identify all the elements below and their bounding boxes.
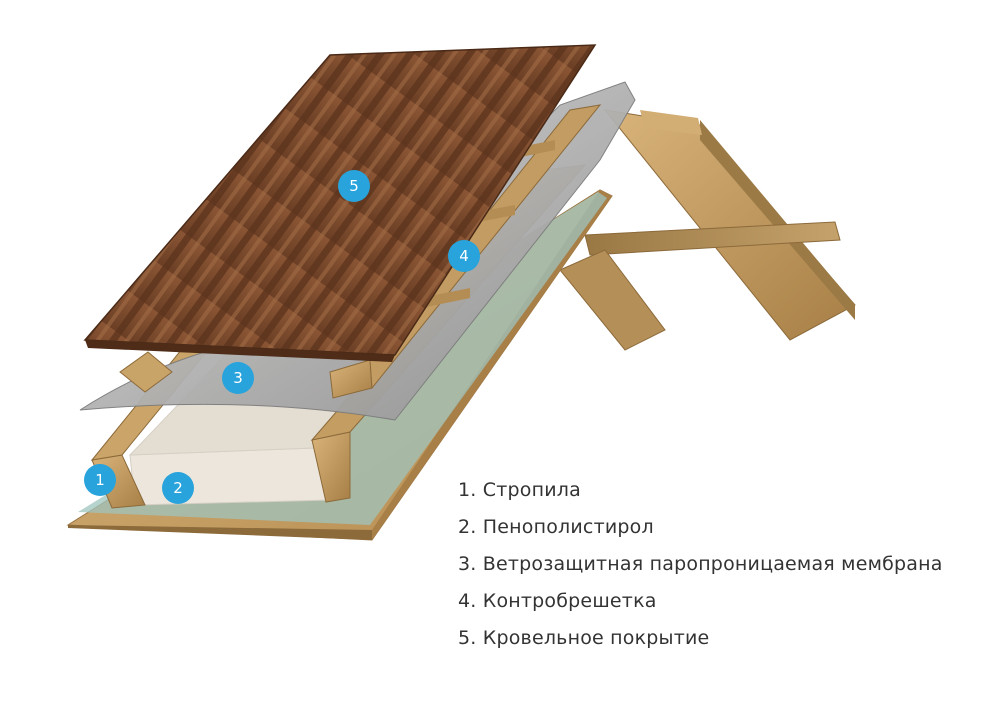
osb-edge: [68, 525, 372, 540]
badge-membrane: 3: [222, 362, 254, 394]
legend-item-counter-batten: 4. Контробрешетка: [458, 590, 657, 612]
corrugated-roofing: [83, 44, 597, 362]
layer-legend: 1. Стропила 2. Пенополистирол 3. Ветроза…: [458, 476, 943, 661]
badge-roofing: 5: [338, 170, 370, 202]
badge-counter-batten: 4: [448, 240, 480, 272]
legend-item-foam: 2. Пенополистирол: [458, 516, 654, 538]
back-rafters: [559, 109, 856, 351]
badge-rafters: 1: [84, 464, 116, 496]
badge-foam: 2: [162, 472, 194, 504]
legend-item-roofing: 5. Кровельное покрытие: [458, 627, 710, 649]
legend-item-membrane: 3. Ветрозащитная паропроницаемая мембран…: [458, 553, 943, 575]
legend-item-rafters: 1. Стропила: [458, 479, 581, 501]
